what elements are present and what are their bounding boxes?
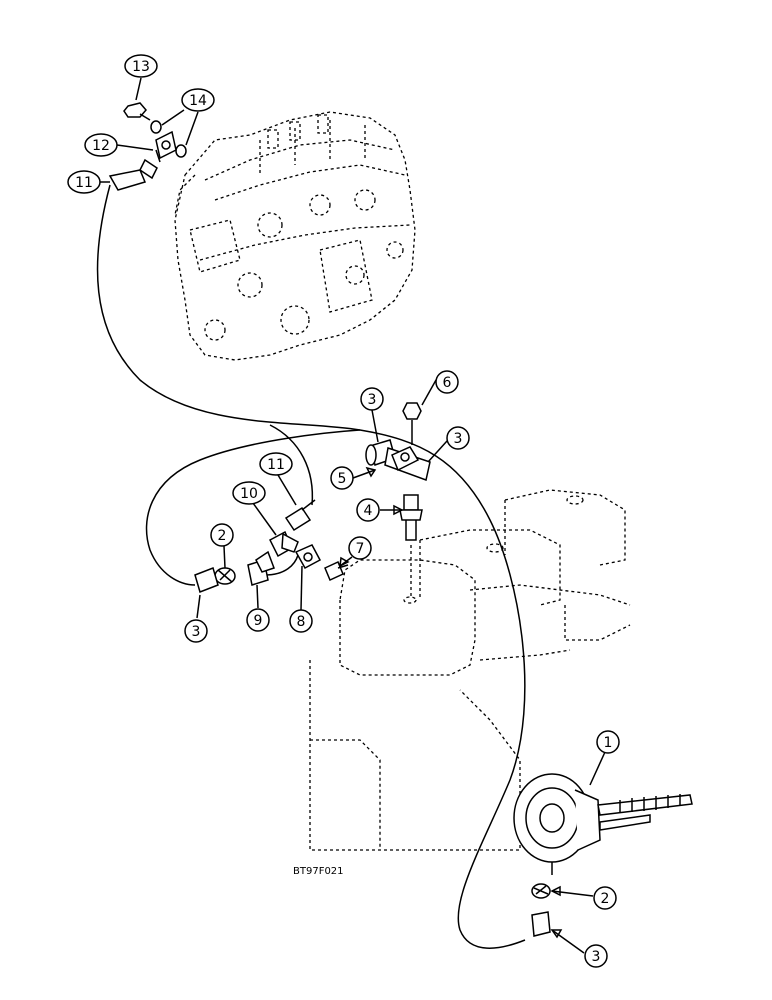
adapter-fitting <box>294 544 322 570</box>
hose-clamp <box>531 883 551 899</box>
elbow-fitting <box>269 530 299 558</box>
hose-fitting <box>284 499 316 532</box>
callout-3: 3 <box>584 944 608 968</box>
callout-2: 2 <box>210 523 234 547</box>
callout-label: 7 <box>356 541 365 557</box>
hose-piece <box>531 911 551 937</box>
stud-fitting <box>399 494 423 598</box>
callout-label: 13 <box>132 59 150 75</box>
callout-label: 4 <box>364 503 373 519</box>
callout-label: 5 <box>338 471 347 487</box>
boost-line-hose <box>96 184 526 949</box>
callout-5: 5 <box>330 466 354 490</box>
callout-label: 3 <box>592 949 601 965</box>
callout-1: 1 <box>596 730 620 754</box>
tee-connector <box>247 550 275 586</box>
washer <box>175 144 187 158</box>
washer <box>150 120 162 134</box>
callout-3: 3 <box>446 426 470 450</box>
callout-label: 2 <box>601 891 610 907</box>
callout-label: 12 <box>92 138 110 154</box>
hose-piece <box>194 567 219 593</box>
callout-8: 8 <box>289 609 313 633</box>
hose-clamp <box>214 567 236 585</box>
loop-hose <box>145 429 361 586</box>
callout-3: 3 <box>184 619 208 643</box>
callout-label: 8 <box>297 614 306 630</box>
callout-13: 13 <box>124 54 158 78</box>
figure-id-code: BT97F021 <box>293 866 344 877</box>
hoses <box>96 184 526 949</box>
callout-label: 14 <box>189 93 207 109</box>
nut <box>402 402 422 420</box>
callout-label: 2 <box>218 528 227 544</box>
return-hose <box>269 424 314 506</box>
callout-7: 7 <box>348 536 372 560</box>
callout-10: 10 <box>232 481 266 505</box>
callout-label: 3 <box>454 431 463 447</box>
callout-14: 14 <box>181 88 215 112</box>
hose-fitting <box>108 158 158 191</box>
callout-2: 2 <box>593 886 617 910</box>
injection-pump <box>174 111 416 361</box>
tee-hose <box>264 554 299 576</box>
engine-block <box>309 489 631 851</box>
callout-9: 9 <box>246 608 270 632</box>
callout-label: 10 <box>240 486 258 502</box>
callout-label: 3 <box>368 392 377 408</box>
banjo-fitting <box>155 130 177 163</box>
callout-12: 12 <box>84 133 118 157</box>
callouts: 13 14 12 11 3 6 3 5 <box>67 54 620 968</box>
wastegate-actuator <box>513 773 693 875</box>
callout-label: 6 <box>443 375 452 391</box>
callout-11: 11 <box>67 170 101 194</box>
nipple-fitting <box>324 560 349 582</box>
callout-label: 3 <box>192 624 201 640</box>
callout-label: 1 <box>604 735 613 751</box>
callout-11: 11 <box>259 452 293 476</box>
callout-label: 9 <box>254 613 263 629</box>
banjo-bolt <box>123 102 151 121</box>
callout-4: 4 <box>356 498 380 522</box>
tee-fitting <box>365 439 431 481</box>
leader-lines <box>100 77 606 954</box>
fittings <box>108 102 693 937</box>
callout-label: 11 <box>267 457 285 473</box>
callout-3: 3 <box>360 387 384 411</box>
callout-6: 6 <box>435 370 459 394</box>
callout-label: 11 <box>75 175 93 191</box>
